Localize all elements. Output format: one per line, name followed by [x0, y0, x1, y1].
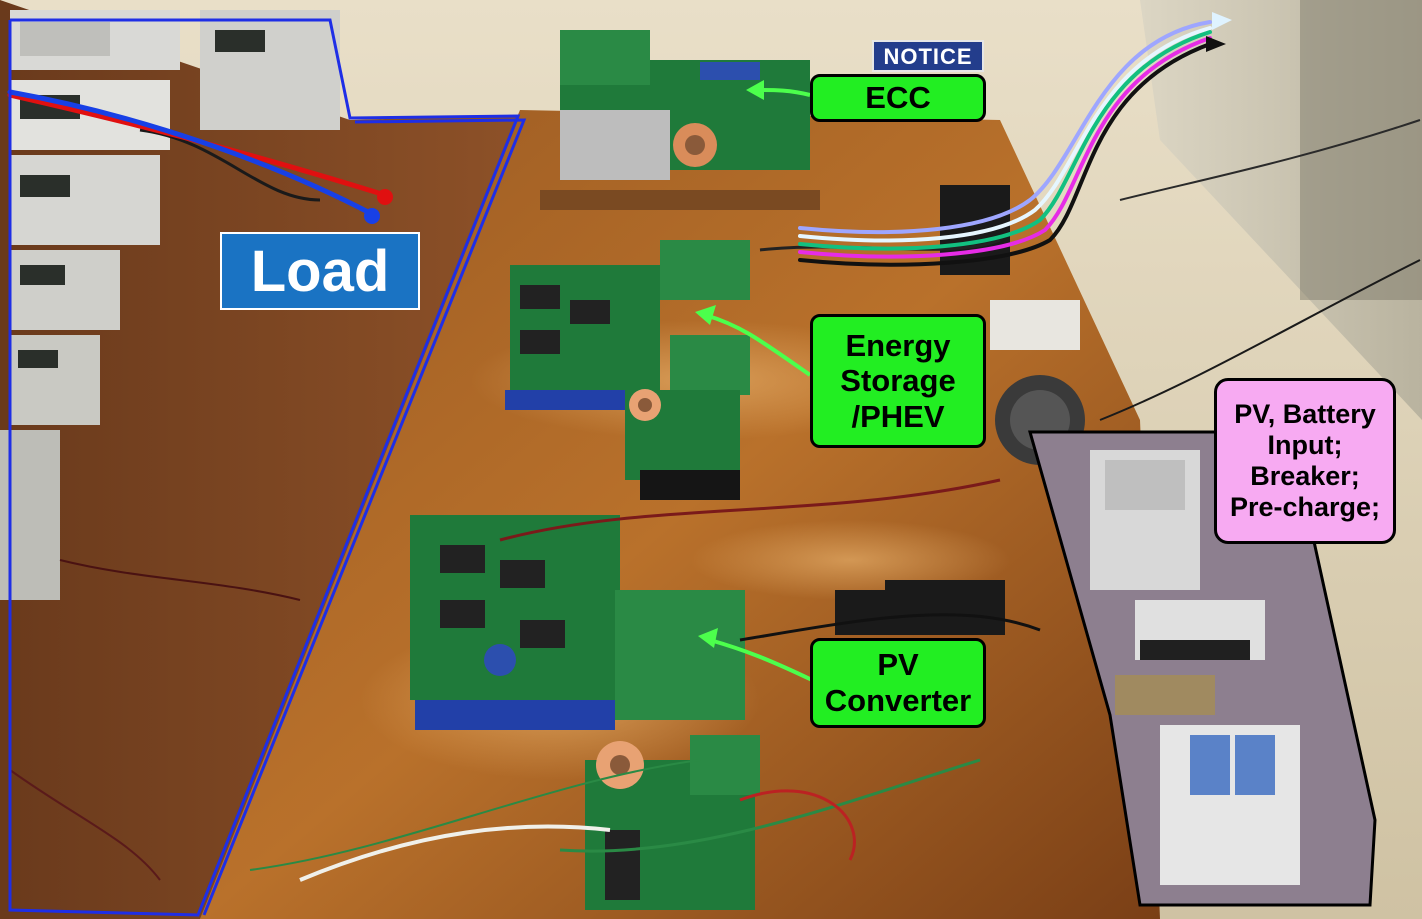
load-label: Load — [220, 232, 420, 310]
pv-converter-line-1: PV — [877, 647, 919, 683]
ecc-board — [540, 30, 820, 210]
pv-converter-callout: PV Converter — [810, 638, 986, 728]
pv-battery-line-4: Pre-charge; — [1229, 492, 1381, 523]
ecc-callout: ECC — [810, 74, 986, 122]
energy-storage-line-2: Storage — [840, 363, 956, 399]
pv-battery-line-1: PV, Battery — [1234, 398, 1376, 429]
notice-sign: NOTICE — [872, 40, 984, 72]
energy-storage-callout: Energy Storage /PHEV — [810, 314, 986, 448]
bus-lines — [798, 12, 1232, 267]
breaker-box — [1030, 432, 1375, 905]
energy-storage-line-3: /PHEV — [851, 398, 945, 434]
pv-converter-line-2: Converter — [824, 683, 972, 718]
cables — [9, 119, 1421, 882]
energy-storage-boards — [505, 240, 750, 500]
pv-battery-line-3: Breaker; — [1250, 461, 1360, 491]
arrow-heads — [695, 80, 764, 648]
energy-storage-line-1: Energy — [845, 327, 951, 363]
load-outline — [8, 18, 527, 917]
pv-battery-line-2: Input; — [1267, 429, 1343, 460]
ecc-label: ECC — [865, 80, 931, 116]
load-cables — [7, 89, 393, 224]
pv-battery-callout: PV, Battery Input; Breaker; Pre-charge; — [1214, 378, 1396, 544]
pv-converter-boards — [410, 515, 760, 910]
